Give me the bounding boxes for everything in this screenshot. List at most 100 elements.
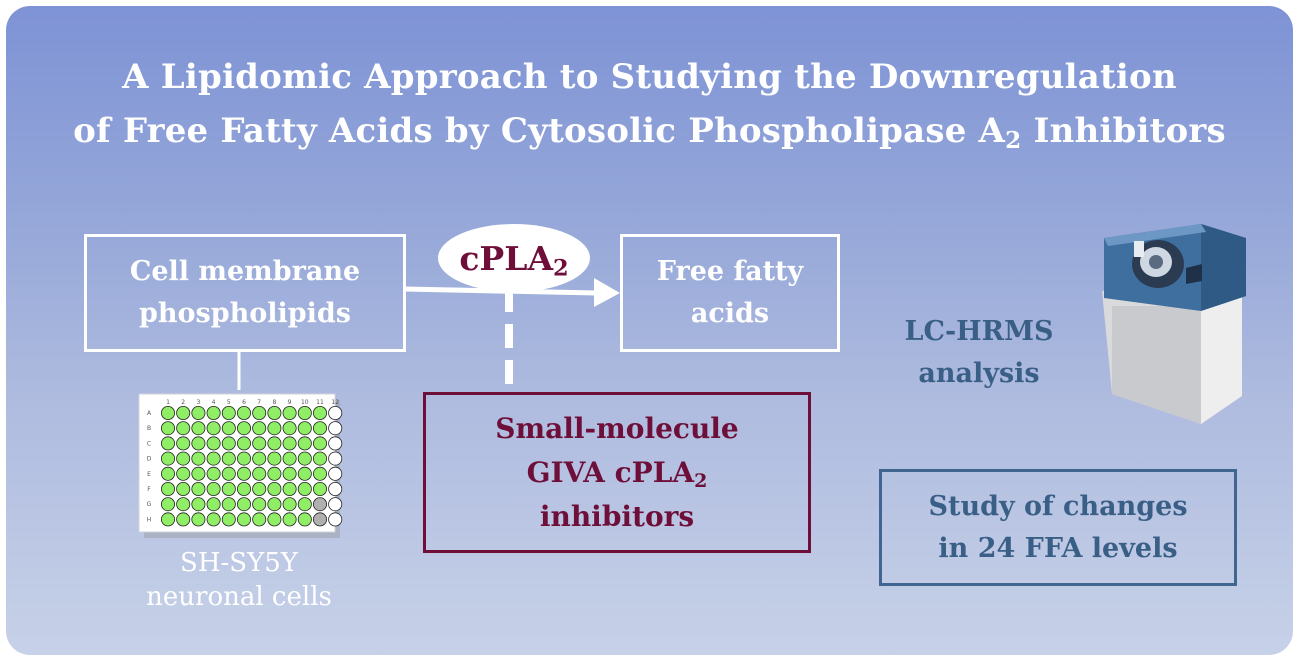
plate-well [267, 481, 282, 496]
plate-well [267, 451, 282, 466]
plate-well [297, 497, 312, 512]
plate-well [221, 405, 236, 420]
plate-well [267, 421, 282, 436]
cpla2-text: cPLA [459, 238, 554, 278]
lc-hrms-line-2: analysis [918, 358, 1040, 389]
plate-well [160, 405, 175, 420]
inhibitors-line-3: inhibitors [539, 499, 695, 533]
plate-well [191, 421, 206, 436]
inhibitors-line-1: Small-molecule [495, 411, 739, 445]
plate-well [206, 466, 221, 481]
plate-well [312, 405, 327, 420]
plate-well [252, 405, 267, 420]
plate-column-label: 2 [181, 399, 185, 406]
plate-well [252, 421, 267, 436]
plate-well [160, 512, 175, 527]
plate-well [282, 451, 297, 466]
plate-column-label: 10 [301, 399, 309, 406]
inhibitors-label: Small-molecule GIVA cPLA2 inhibitors [495, 407, 739, 539]
ffa-line-1: Free fatty [656, 256, 804, 287]
plate-row-label: A [147, 410, 152, 417]
plate-well [236, 451, 251, 466]
plate-well [297, 451, 312, 466]
plate-well [328, 466, 343, 481]
plate-well [176, 436, 191, 451]
plate-column-label: 11 [316, 399, 324, 406]
inhibitors-subscript: 2 [694, 469, 708, 492]
page-title: A Lipidomic Approach to Studying the Dow… [6, 50, 1293, 158]
plate-well [328, 497, 343, 512]
study-changes-label: Study of changes in 24 FFA levels [928, 486, 1187, 570]
plate-well [206, 451, 221, 466]
cell-line-line-1: SH-SY5Y [180, 548, 298, 578]
cpla2-enzyme-ellipse: cPLA2 [438, 224, 590, 292]
plate-well [312, 466, 327, 481]
plate-well [236, 481, 251, 496]
plate-well [176, 497, 191, 512]
plate-column-label: 4 [212, 399, 216, 406]
plate-well [206, 512, 221, 527]
cell-line-label: SH-SY5Y neuronal cells [126, 546, 352, 614]
plate-well [221, 451, 236, 466]
plate-well [252, 451, 267, 466]
plate-well [160, 451, 175, 466]
plate-well [176, 466, 191, 481]
plate-well [221, 421, 236, 436]
plate-row-label: C [147, 440, 151, 447]
plate-well [206, 497, 221, 512]
plate-well [206, 436, 221, 451]
plate-column-label: 8 [272, 399, 276, 406]
free-fatty-acids-box: Free fatty acids [620, 234, 840, 352]
plate-well [282, 405, 297, 420]
title-line-1: A Lipidomic Approach to Studying the Dow… [122, 57, 1177, 97]
plate-well [191, 405, 206, 420]
plate-well [267, 512, 282, 527]
lc-hrms-label: LC-HRMS analysis [868, 311, 1090, 395]
plate-well [191, 436, 206, 451]
plate-well [176, 451, 191, 466]
inhibitors-line-2-text: GIVA cPLA [526, 455, 695, 489]
plate-column-label: 12 [331, 399, 339, 406]
plate-well [252, 497, 267, 512]
plate-well [297, 466, 312, 481]
plate-row-label: H [147, 516, 152, 523]
plate-column-label: 5 [227, 399, 231, 406]
plate-well [282, 436, 297, 451]
plate-well [252, 466, 267, 481]
plate-well [206, 405, 221, 420]
plate-row-label: D [147, 456, 152, 463]
plate-well [297, 512, 312, 527]
plate-well [282, 481, 297, 496]
title-subscript: 2 [1005, 126, 1022, 154]
study-line-2: in 24 FFA levels [938, 532, 1178, 564]
plate-well [297, 405, 312, 420]
title-line-2-text: of Free Fatty Acids by Cytosolic Phospho… [73, 111, 1006, 151]
plate-well [267, 497, 282, 512]
plate-well [160, 481, 175, 496]
plate-well [160, 466, 175, 481]
plate-row-label: F [147, 486, 151, 493]
inhibitors-line-2: GIVA cPLA2 [495, 451, 739, 495]
ffa-line-2: acids [690, 298, 770, 329]
plate-well [282, 512, 297, 527]
plate-well [191, 512, 206, 527]
plate-well [221, 497, 236, 512]
plate-well [176, 421, 191, 436]
plate-well [236, 497, 251, 512]
mass-spectrometer-icon [1102, 224, 1246, 424]
plate-well [221, 466, 236, 481]
plate-column-label: 7 [257, 399, 261, 406]
plate-well [328, 512, 343, 527]
membrane-line-1: Cell membrane [129, 256, 361, 287]
free-fatty-acids-label: Free fatty acids [657, 251, 803, 335]
plate-well [297, 481, 312, 496]
plate-well [267, 466, 282, 481]
membrane-phospholipids-box: Cell membrane phospholipids [84, 234, 406, 352]
plate-well [328, 481, 343, 496]
cpla2-subscript: 2 [553, 255, 569, 282]
plate-well [267, 405, 282, 420]
plate-well [312, 451, 327, 466]
plate-column-label: 9 [288, 399, 292, 406]
diagram-panel: A Lipidomic Approach to Studying the Dow… [6, 6, 1293, 655]
plate-well [236, 405, 251, 420]
